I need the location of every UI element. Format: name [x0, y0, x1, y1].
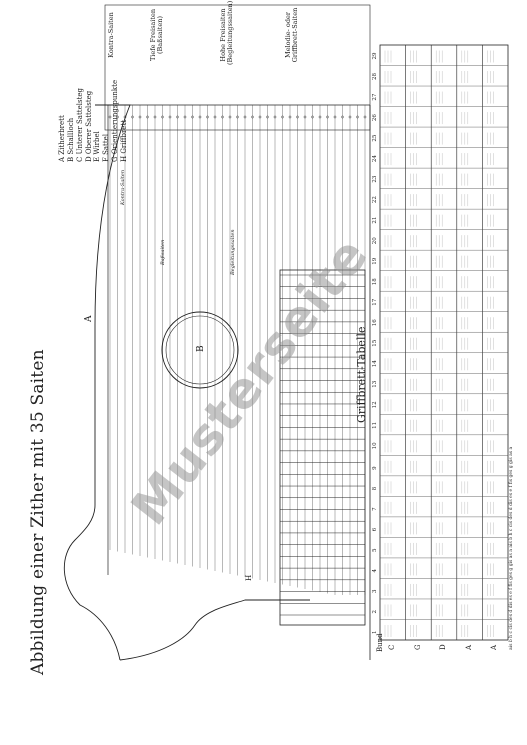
fret-number: 6 [372, 527, 378, 532]
tuning-pin [221, 115, 224, 119]
string-label: C [388, 644, 396, 650]
tuning-pin [326, 115, 329, 119]
zither-body-outline [63, 104, 131, 661]
tuning-pin [341, 115, 344, 119]
tuning-pin [288, 115, 292, 119]
tuning-pin [311, 115, 314, 119]
tuning-pin [281, 115, 284, 119]
tuning-pin [206, 115, 209, 119]
fingerboard [279, 269, 366, 626]
tuning-pin [138, 115, 142, 119]
tuning-pin [228, 115, 232, 119]
tuning-pin [153, 115, 157, 119]
fret-number: 12 [372, 401, 378, 409]
fret-number: 23 [372, 175, 378, 183]
fret-number: 25 [372, 134, 378, 142]
fret-number: 26 [372, 114, 378, 122]
head-box [104, 4, 371, 131]
fret-number: 29 [372, 52, 378, 60]
string-label: G [413, 644, 422, 650]
tuning-pin [363, 115, 367, 119]
fret-number: 17 [372, 298, 378, 306]
fret-number: 18 [372, 278, 378, 286]
fret-number: 13 [372, 380, 378, 388]
tuning-pin [266, 115, 269, 119]
fret-number: 2 [372, 609, 378, 614]
tuning-pin [356, 115, 359, 119]
fret-number: 11 [372, 421, 378, 429]
fret-number: 5 [372, 548, 378, 552]
string-label: D [439, 644, 448, 650]
tuning-pin [176, 115, 179, 119]
sound-hole-inner [165, 315, 235, 385]
fret-number: 22 [372, 196, 378, 204]
fret-number: 7 [372, 507, 378, 511]
string-label: A [490, 644, 499, 650]
tuning-pin [213, 115, 217, 119]
fret-number: 27 [372, 93, 378, 101]
tuning-pin [258, 115, 262, 119]
table-title: Griffbrett-Tabelle [355, 326, 368, 424]
tuning-pin [183, 115, 187, 119]
tuning-pin [303, 115, 307, 119]
tuning-pin [236, 115, 239, 119]
tuning-pin [251, 115, 254, 119]
string-label: A [464, 644, 473, 650]
table-border [379, 44, 509, 641]
tuning-pin [273, 115, 277, 119]
tuning-pin [146, 115, 149, 119]
fret-number: 8 [372, 486, 378, 491]
tuning-pin [318, 115, 322, 119]
fret-number: 28 [372, 73, 378, 81]
bund-label: Bund [376, 633, 384, 652]
tuning-pins [108, 115, 367, 119]
fret-number: 1 [372, 630, 378, 635]
fret-number: 20 [372, 237, 378, 245]
fret-number: 10 [372, 442, 378, 450]
fret-number: 3 [372, 589, 378, 593]
fret-group [280, 274, 365, 616]
tuning-pin [116, 115, 119, 119]
zither-body-left [119, 599, 310, 661]
tuning-pin [161, 115, 164, 119]
fret-number: 4 [372, 568, 378, 573]
tuning-pin [333, 115, 337, 119]
fret-number: 21 [372, 216, 378, 224]
fret-number: 14 [372, 360, 378, 368]
tuning-pin [123, 115, 127, 119]
tuning-pin [108, 115, 112, 119]
sound-hole [161, 311, 239, 389]
fret-number: 9 [372, 466, 378, 470]
tuning-pin [131, 115, 134, 119]
fret-number: 15 [372, 339, 378, 347]
tuning-pin [191, 115, 194, 119]
note-strip: ais b h c cis des d dis es e f fis ges g… [509, 446, 514, 650]
tuning-pin [243, 115, 247, 119]
fret-number: 24 [372, 155, 378, 163]
fret-number: 16 [372, 319, 378, 327]
tuning-pin [168, 115, 172, 119]
tuning-pin [296, 115, 299, 119]
tuning-pin [198, 115, 202, 119]
tuning-pin [348, 115, 352, 119]
